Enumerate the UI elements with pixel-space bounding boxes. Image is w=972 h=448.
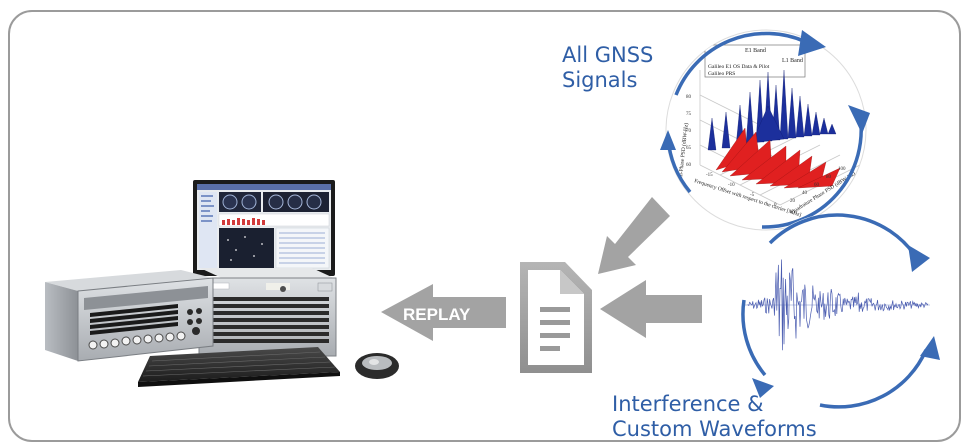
pc-tower xyxy=(198,268,337,357)
z-tick-0: 80 xyxy=(686,95,692,100)
rotation-ring-icon xyxy=(741,213,928,409)
waveform-trace xyxy=(747,259,929,351)
arrow-left-icon xyxy=(600,280,702,338)
interference-label: Interference & Custom Waveforms xyxy=(612,392,817,442)
gnss-chart-graphic: E1 Band L1 Band Galileo E1 OS Data & Pil… xyxy=(660,29,870,231)
z-tick-2: 70 xyxy=(686,129,692,134)
band-label-l1: L1 Band xyxy=(782,58,803,64)
x-tick-1: -10 xyxy=(728,183,735,188)
gnss-label-line1: All GNSS xyxy=(562,43,654,67)
interference-label-line1: Interference & xyxy=(612,392,764,416)
monitor xyxy=(193,180,335,290)
replay-label: REPLAY xyxy=(403,305,471,324)
gnss-label-line2: Signals xyxy=(562,68,638,92)
x-tick-0: -15 xyxy=(706,173,713,178)
y-tick-0: 100 xyxy=(838,167,846,172)
y-tick-2: 60 xyxy=(814,183,820,188)
document-icon xyxy=(520,262,592,373)
signal-generator xyxy=(45,270,214,362)
mouse xyxy=(355,353,399,379)
y-tick-1: 80 xyxy=(826,175,832,180)
x-tick-3: 0 xyxy=(774,203,777,208)
legend-item-e1os: Galileo E1 OS Data & Pilot xyxy=(708,64,770,70)
x-tick-2: -5 xyxy=(750,193,755,198)
waveform-graphic xyxy=(739,213,940,409)
y-tick-4: 20 xyxy=(790,199,796,204)
z-tick-4: 60 xyxy=(686,163,692,168)
arrow-diagonal-icon xyxy=(598,197,670,274)
hardware-illustration xyxy=(45,180,399,387)
keyboard xyxy=(138,347,340,387)
interference-label-line2: Custom Waveforms xyxy=(612,417,817,441)
legend-item-prs: Galileo PRS xyxy=(708,71,735,77)
y-tick-3: 40 xyxy=(802,191,808,196)
replay-arrow: REPLAY xyxy=(381,284,506,341)
ring-arrowheads xyxy=(660,30,870,150)
ring-arrowheads xyxy=(752,245,940,398)
band-label-e1: E1 Band xyxy=(745,48,766,54)
z-tick-3: 65 xyxy=(686,146,692,151)
z-tick-1: 75 xyxy=(686,112,692,117)
gnss-signals-label: All GNSS Signals xyxy=(562,43,653,93)
